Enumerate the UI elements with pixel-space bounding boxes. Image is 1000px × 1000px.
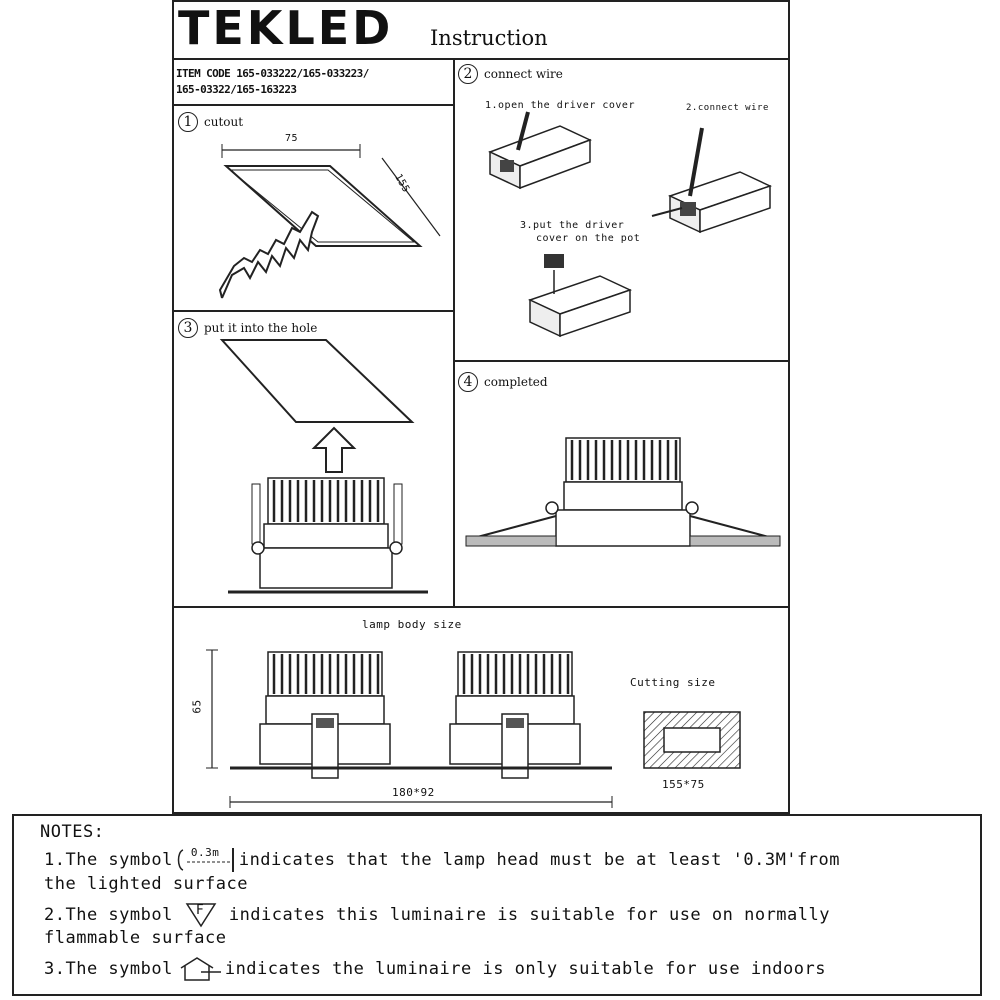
step-number: 1: [178, 112, 198, 132]
step-number: 2: [458, 64, 478, 84]
instruction-frame: [172, 0, 790, 814]
note-2-text: indicates this luminaire is suitable for…: [228, 905, 830, 925]
divider: [453, 58, 455, 606]
note-1: 1.The symbol 0.3m indicates that the lamp …: [44, 846, 840, 872]
divider: [453, 360, 790, 362]
step-4-heading: 4 completed: [458, 372, 548, 392]
note-3-text: indicates the luminaire is only suitable…: [224, 959, 826, 979]
divider: [172, 606, 790, 608]
note-1-text: indicates that the lamp head must be at …: [238, 850, 840, 870]
item-code-line-2: 165-03322/165-163223: [176, 83, 297, 96]
substep-open-cover: 1.open the driver cover: [485, 100, 635, 111]
lamp-width-dim: 180*92: [392, 786, 435, 799]
step-label: completed: [484, 375, 548, 389]
note-3: 3.The symbol indicates the luminaire is o…: [44, 956, 826, 982]
flammable-surface-icon: F: [177, 902, 225, 928]
substep-put-cover-1: 3.put the driver: [520, 220, 625, 231]
step-3-heading: 3 put it into the hole: [178, 318, 317, 338]
note-1-lead: 1.The symbol: [44, 850, 173, 870]
notes-panel: NOTES: 1.The symbol 0.3m indicates that th…: [12, 814, 982, 996]
divider: [172, 104, 454, 106]
step-label: cutout: [204, 115, 244, 129]
lamp-body-label: lamp body size: [362, 618, 462, 631]
divider: [172, 310, 454, 312]
distance-symbol-label: 0.3m: [190, 846, 220, 859]
notes-heading: NOTES:: [40, 822, 105, 842]
page-title: Instruction: [430, 26, 548, 50]
substep-put-cover-2: cover on the pot: [536, 233, 641, 244]
distance-symbol-icon: 0.3m: [175, 846, 237, 872]
item-code: ITEM CODE 165-033222/165-033223/ 165-033…: [176, 66, 446, 98]
substep-connect-wire: 2.connect wire: [686, 103, 769, 113]
step-1-heading: 1 cutout: [178, 112, 243, 132]
step-number: 3: [178, 318, 198, 338]
indoor-house-icon: [175, 956, 223, 982]
step-2-heading: 2 connect wire: [458, 64, 563, 84]
item-code-line-1: ITEM CODE 165-033222/165-033223/: [176, 67, 369, 80]
step-label: put it into the hole: [204, 321, 318, 335]
divider: [172, 58, 790, 60]
note-2-lead: 2.The symbol: [44, 905, 173, 925]
note-2-cont: flammable surface: [44, 928, 227, 948]
brand-logo: TEKLED: [178, 1, 394, 55]
note-1-cont: the lighted surface: [44, 874, 248, 894]
step-label: connect wire: [484, 67, 563, 81]
flammable-symbol-label: F: [195, 903, 205, 918]
note-3-lead: 3.The symbol: [44, 959, 173, 979]
cutting-size-dim: 155*75: [662, 778, 705, 791]
step-number: 4: [458, 372, 478, 392]
cutting-size-label: Cutting size: [630, 676, 716, 689]
cutout-width-dim: 75: [285, 133, 299, 144]
